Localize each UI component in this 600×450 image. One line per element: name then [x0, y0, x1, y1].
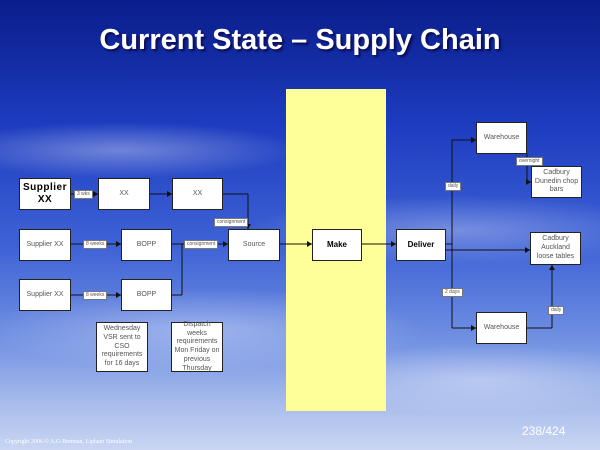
copyright-text: Copyright 2006 © A.G-Brennan, Liphant Si…	[5, 439, 133, 445]
leadtime-tag-warehouse-bot: daily	[548, 306, 565, 315]
supplier-node-mid: Supplier XX	[19, 229, 71, 261]
note-wednesday: Wednesday VSR sent to CSO requirements f…	[96, 322, 148, 372]
leadtime-tag-deliver-down: 2 days	[442, 288, 463, 297]
deliver-node: Deliver	[396, 229, 446, 261]
leadtime-tag-supplier-mid: 8 weeks	[83, 240, 108, 249]
leadtime-tag-supplier-top: 3 wks	[74, 190, 93, 199]
leadtime-tag-above-source: consignment	[214, 218, 249, 227]
note-dispatch: Dispatch weeks requirements Mon Friday o…	[171, 321, 223, 372]
warehouse-node-bot: Warehouse	[476, 312, 527, 344]
make-node: Make	[312, 229, 362, 261]
xx-node-2: XX	[172, 178, 223, 210]
slide-title: Current State – Supply Chain	[99, 24, 501, 56]
leadtime-tag-deliver-up: daily	[445, 182, 462, 191]
supplier-node-bot: Supplier XX	[19, 279, 71, 311]
source-node: Source	[228, 229, 280, 261]
xx-node-1: XX	[98, 178, 150, 210]
bopp-node-mid: BOPP	[121, 229, 172, 261]
cadbury-auckland-node: Cadbury Auckland loose tables	[530, 232, 581, 265]
cadbury-dunedin-node: Cadbury Dunedin chop bars	[531, 166, 582, 198]
bopp-node-bot: BOPP	[121, 279, 172, 311]
supplier-node-top: Supplier XX	[19, 178, 71, 210]
page-number: 238/424	[522, 424, 566, 438]
leadtime-tag-bopp-mid: consignment	[184, 240, 219, 249]
leadtime-tag-warehouse-top: overnight	[516, 157, 543, 166]
warehouse-node-top: Warehouse	[476, 122, 527, 154]
leadtime-tag-supplier-bot: 8 weeks	[83, 291, 108, 300]
